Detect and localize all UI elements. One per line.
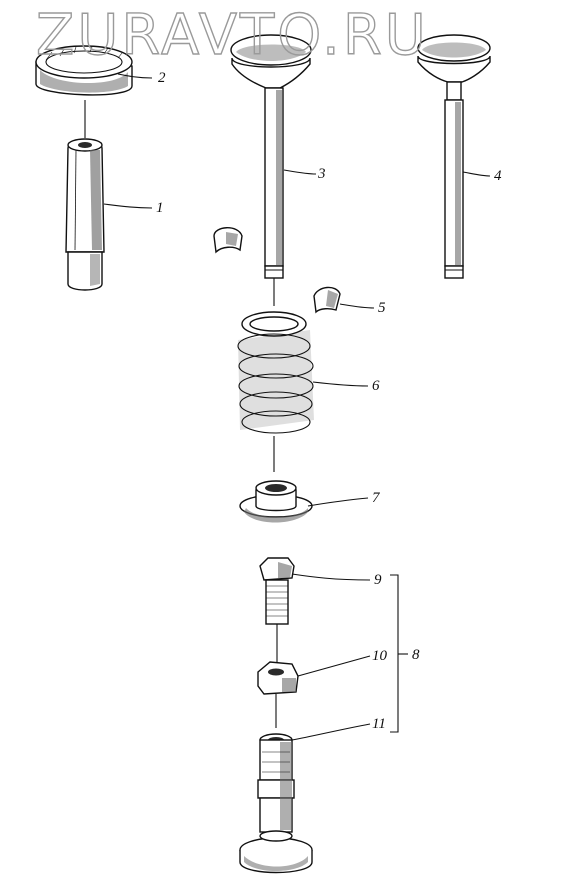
lock-nut: [257, 661, 299, 728]
callout-9: 9: [374, 572, 382, 588]
valve-guide: [65, 100, 105, 291]
callout-8: 8: [412, 647, 420, 663]
valve-cotter-left: [213, 227, 243, 254]
callout-6: 6: [372, 378, 380, 394]
valve-seat-ring: [35, 45, 133, 96]
callout-11: 11: [372, 716, 386, 732]
intake-valve: [230, 34, 312, 306]
watermark: ZURAVTO.RU: [36, 3, 429, 68]
leader-lines: [103, 73, 491, 741]
callout-1: 1: [156, 200, 164, 216]
callout-5: 5: [378, 300, 386, 316]
valve-spring: [237, 311, 314, 472]
tappet: [239, 733, 313, 874]
adjusting-bolt: [259, 557, 295, 662]
valve-cotter-right: [313, 286, 341, 314]
exhaust-valve: [417, 34, 491, 279]
callout-2: 2: [158, 70, 166, 86]
callout-3: 3: [317, 166, 326, 182]
callout-4: 4: [494, 168, 502, 184]
callout-10: 10: [372, 648, 388, 664]
spring-retainer: [239, 480, 313, 523]
callout-7: 7: [372, 490, 381, 506]
